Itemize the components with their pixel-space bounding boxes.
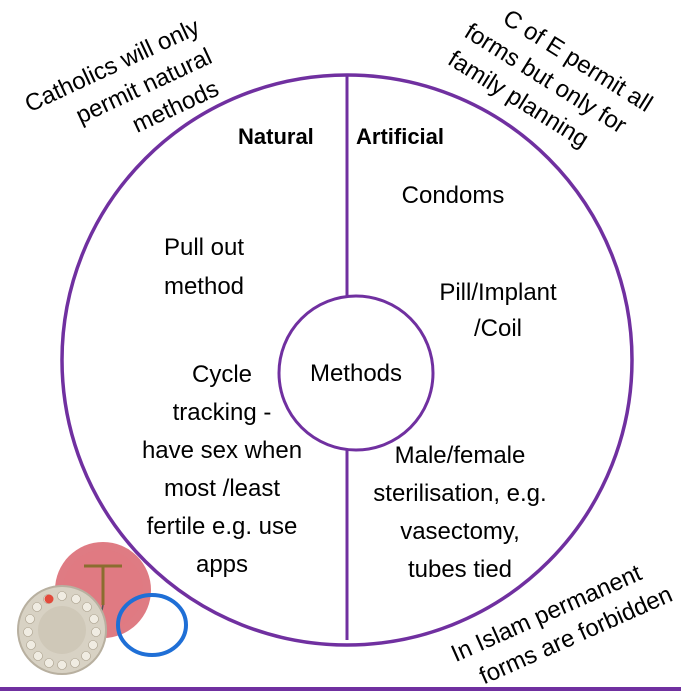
natural-cycle-line5: fertile e.g. use (147, 513, 298, 540)
artificial-steril-line3: vasectomy, (400, 518, 520, 545)
note-catholic: Catholics will only permit natural metho… (21, 14, 231, 177)
natural-cycle-line1: Cycle (192, 361, 252, 388)
artificial-item-condoms: Condoms (402, 182, 505, 209)
natural-cycle-line3: have sex when (142, 437, 302, 464)
natural-item-cycle: Cycle tracking - have sex when most /lea… (142, 361, 302, 578)
artificial-steril-line2: sterilisation, e.g. (373, 480, 546, 507)
natural-cycle-line4: most /least (164, 475, 280, 502)
contraceptives-illustration (18, 542, 186, 674)
heading-natural: Natural (238, 124, 314, 149)
artificial-item-pill-line1: Pill/Implant (439, 279, 557, 306)
heading-artificial: Artificial (356, 124, 444, 149)
artificial-item-sterilisation: Male/female sterilisation, e.g. vasectom… (373, 442, 546, 583)
artificial-steril-line4: tubes tied (408, 556, 512, 583)
natural-item-pullout-line2: method (164, 273, 244, 300)
natural-item-pullout-line1: Pull out (164, 234, 244, 261)
natural-cycle-line2: tracking - (173, 399, 272, 426)
center-label: Methods (310, 360, 402, 387)
note-cofe: C of E permit all forms but only for fam… (443, 0, 657, 172)
artificial-item-pill-line2: /Coil (474, 315, 522, 342)
artificial-steril-line1: Male/female (395, 442, 526, 469)
natural-cycle-line6: apps (196, 551, 248, 578)
